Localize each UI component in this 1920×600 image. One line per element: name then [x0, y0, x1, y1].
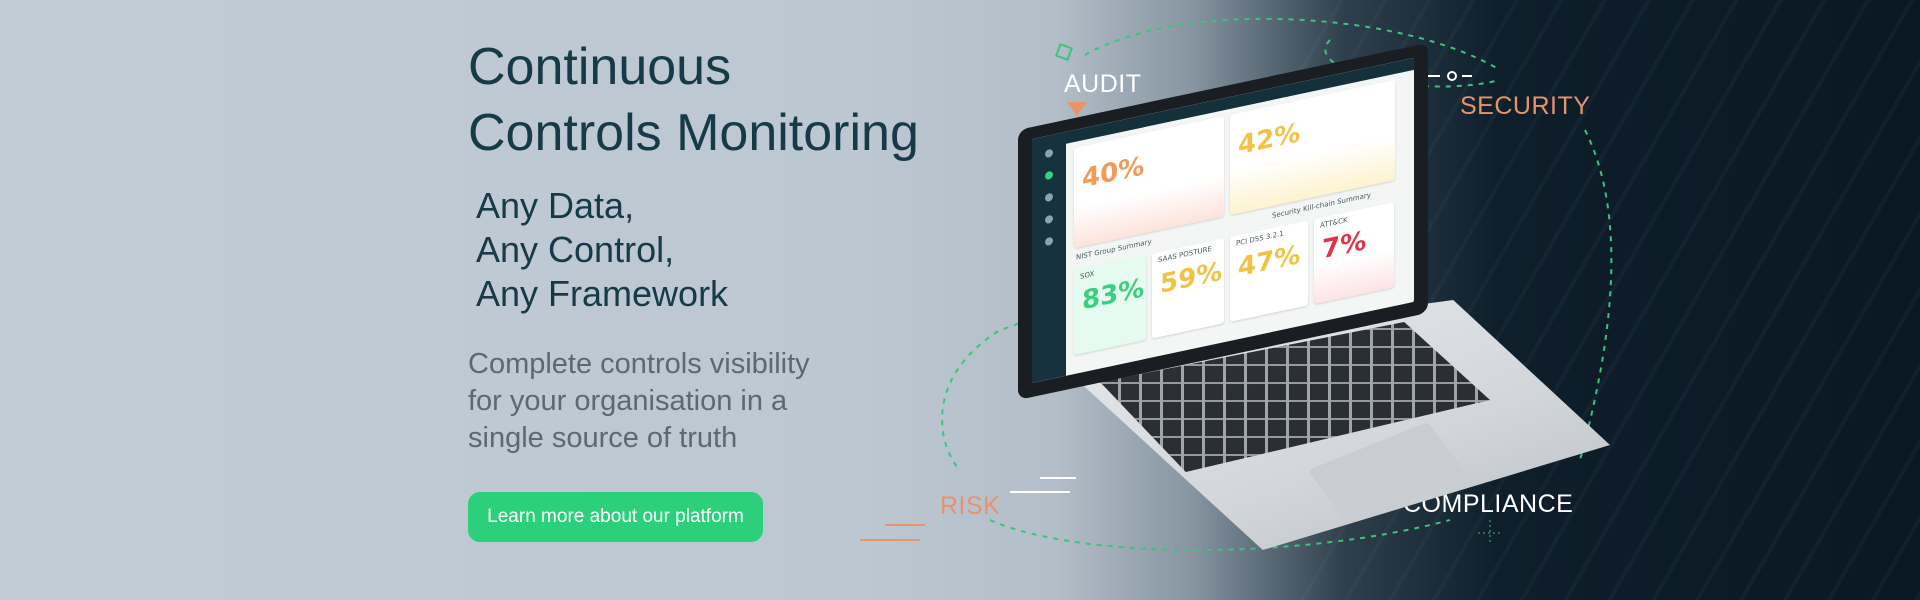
sidebar-controls-icon [1045, 214, 1053, 225]
card-value: 47% [1238, 240, 1301, 284]
sidebar-reports-icon [1045, 192, 1053, 203]
laptop-illustration: 40% 42% NIST Group Summary Security Kill… [1010, 42, 1630, 570]
card-value: 42% [1238, 118, 1301, 162]
audit-label: AUDIT [1064, 70, 1142, 98]
description-line-3: single source of truth [468, 422, 738, 454]
learn-more-button[interactable]: Learn more about our platform [468, 492, 763, 542]
card-value: 7% [1322, 225, 1367, 266]
dashboard-card: SOX 83% [1074, 254, 1146, 356]
dashboard-card: ATT&CK 7% [1314, 202, 1394, 305]
sidebar-dashboard-icon [1045, 170, 1053, 181]
card-value: 83% [1082, 273, 1145, 317]
tagline-line-2: Any Control, [476, 229, 675, 270]
dashboard-sidebar [1032, 131, 1066, 384]
dashboard-card: SAAS POSTURE 59% [1152, 238, 1224, 339]
sidebar-home-icon [1045, 148, 1053, 159]
card-caption: ATT&CK [1320, 215, 1348, 230]
sidebar-settings-icon [1045, 236, 1053, 247]
tagline-line-3: Any Framework [476, 273, 729, 314]
hero-section: Continuous Controls Monitoring Any Data,… [468, 34, 988, 457]
card-caption: SOX [1080, 269, 1095, 281]
dashboard-card: PCI DSS 3.2.1 47% [1230, 220, 1308, 322]
description-line-2: for your organisation in a [468, 385, 788, 417]
card-value: 59% [1160, 256, 1223, 300]
card-value: 40% [1082, 151, 1145, 195]
security-label: SECURITY [1460, 92, 1591, 120]
tagline-line-1: Any Data, [476, 185, 635, 226]
description: Complete controls visibility for your or… [468, 346, 888, 457]
title-line-1: Continuous [468, 38, 732, 96]
risk-label: RISK [940, 492, 1001, 520]
title-line-2: Controls Monitoring [468, 104, 919, 162]
description-line-1: Complete controls visibility [468, 348, 810, 380]
tagline: Any Data, Any Control, Any Framework [468, 184, 988, 316]
page-title: Continuous Controls Monitoring [468, 34, 988, 166]
